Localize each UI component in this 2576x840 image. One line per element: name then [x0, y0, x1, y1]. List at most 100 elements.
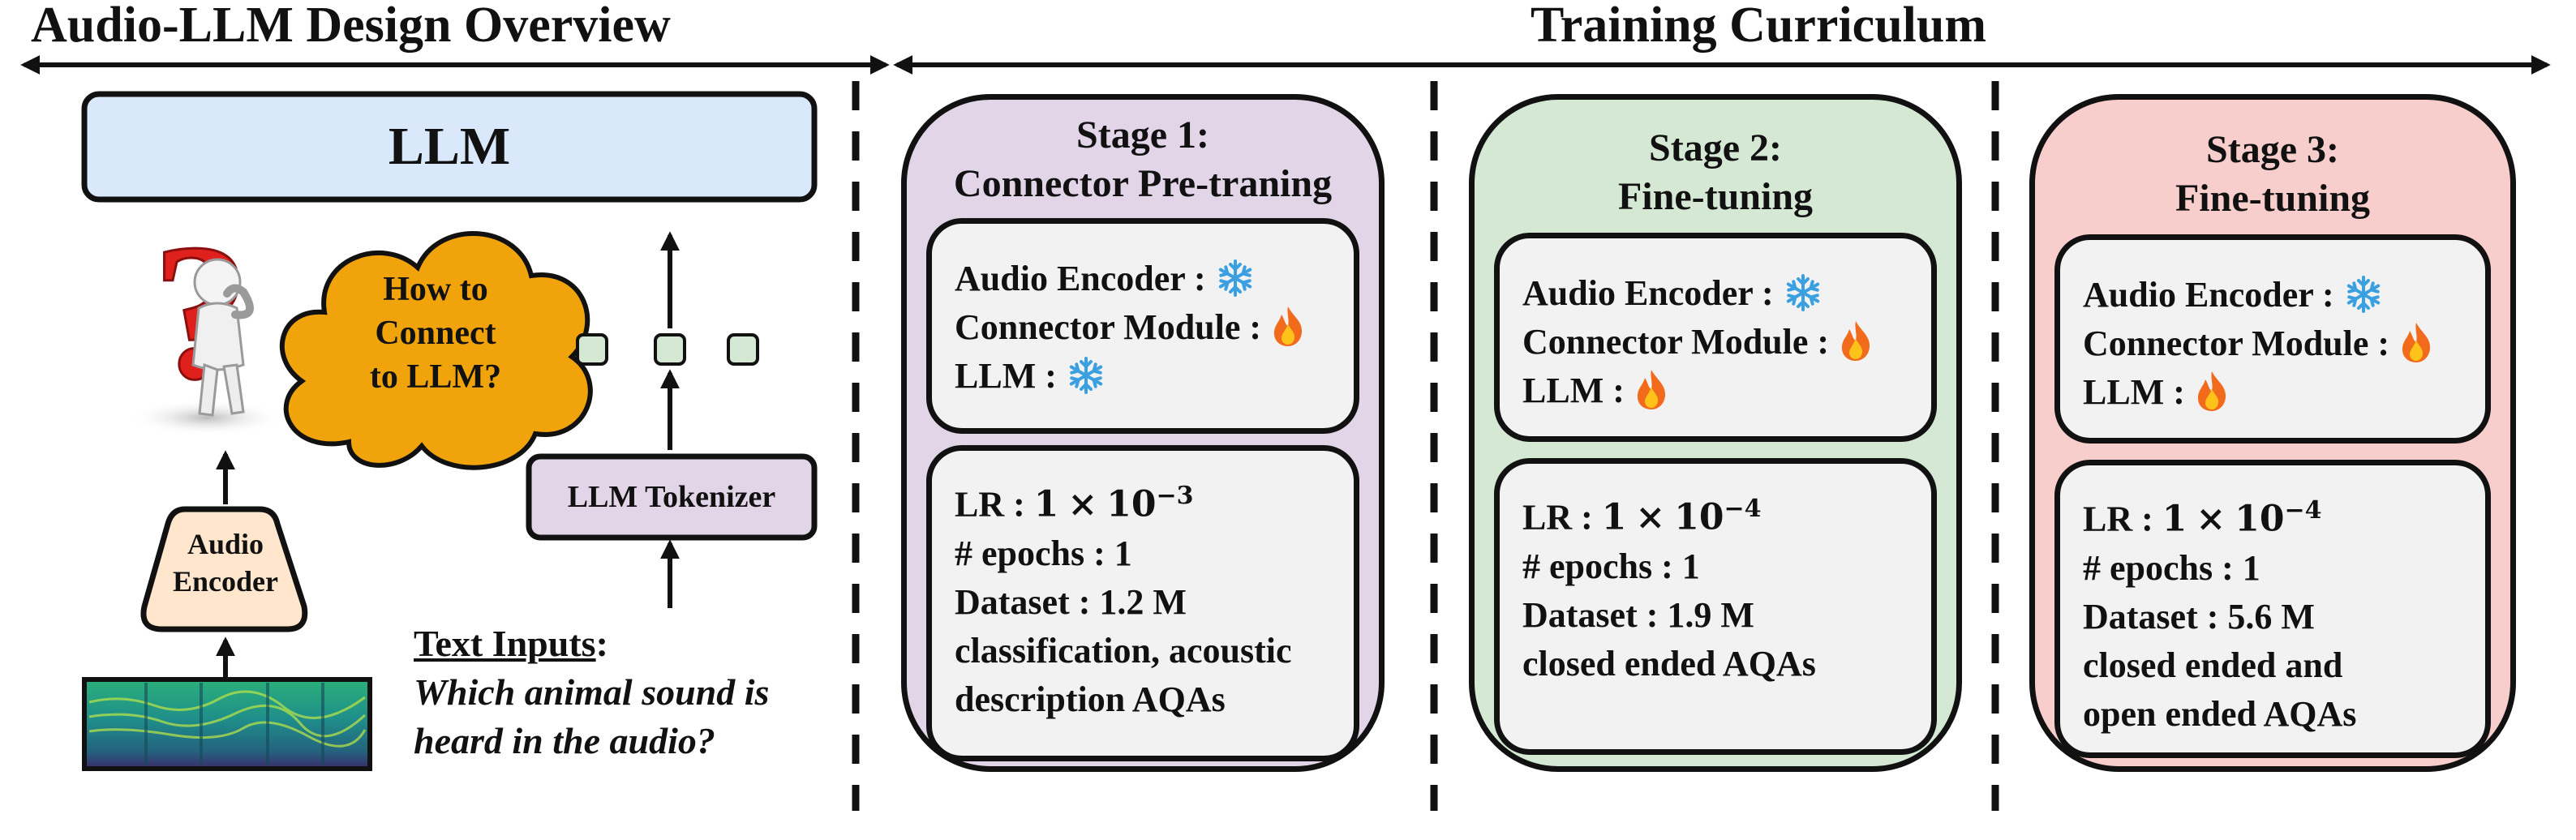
stage-title-line: Stage 3: — [2206, 128, 2339, 171]
module-label: Connector Module : — [1522, 322, 1830, 362]
snowflake-icon — [1786, 274, 1819, 311]
cloud-line: How to — [383, 271, 488, 308]
module-label: Connector Module : — [2083, 324, 2390, 363]
stage-title-line: Stage 1: — [1076, 114, 1209, 156]
learning-rate-row: LR : 1 × 10−3 — [955, 472, 1354, 529]
fire-icon — [2402, 323, 2431, 362]
lr-label: LR : — [955, 484, 1034, 525]
stage-title-line: Connector Pre-traning — [953, 162, 1333, 205]
fire-icon — [1841, 321, 1870, 361]
text-inputs-line: heard in the audio? — [414, 720, 715, 761]
text-inputs-label: Text Inputs — [414, 623, 596, 664]
lr-times: × — [2196, 498, 2226, 540]
module-row: Connector Module : — [2083, 319, 2485, 368]
detail-line: closed ended AQAs — [1522, 643, 1816, 684]
tokenizer-label: LLM Tokenizer — [567, 480, 776, 514]
fire-icon — [2197, 371, 2226, 411]
learning-rate-row: LR : 1 × 10−4 — [1522, 485, 1931, 542]
module-row: LLM : — [2083, 368, 2485, 417]
module-label: Audio Encoder : — [1522, 273, 1774, 313]
lr-base: 10 — [1106, 483, 1157, 525]
token-square-2 — [654, 333, 686, 366]
module-row: Connector Module : — [1522, 318, 1931, 366]
cloud-line: Connect — [375, 315, 496, 352]
lr-base: 10 — [2235, 498, 2285, 540]
module-row: Connector Module : — [955, 303, 1354, 352]
lr-mantissa: 1 — [2162, 498, 2187, 540]
detail-line: # epochs : 1 — [2083, 547, 2260, 588]
token-square-1 — [576, 333, 608, 366]
learning-rate-row: LR : 1 × 10−4 — [2083, 486, 2485, 544]
snowflake-icon — [1218, 259, 1252, 297]
module-status-box: Audio Encoder : Connector Module : LLM : — [926, 218, 1359, 434]
lr-exponent: −3 — [1156, 482, 1194, 510]
fire-icon — [1273, 306, 1303, 346]
stage-title: Stage 3: Fine-tuning — [2035, 126, 2510, 223]
lr-times: × — [1635, 496, 1666, 538]
text-inputs-colon: : — [595, 623, 608, 664]
detail-line: Dataset : 1.2 M — [955, 581, 1187, 622]
lr-mantissa: 1 — [1033, 483, 1059, 525]
audio-encoder-shape — [140, 506, 308, 632]
spectrogram-icon — [82, 677, 372, 771]
text-inputs-line: Which animal sound is — [414, 671, 770, 713]
module-row: Audio Encoder : — [955, 255, 1354, 303]
module-row: Audio Encoder : — [2083, 271, 2485, 319]
lr-label: LR : — [2083, 499, 2162, 539]
detail-line: Dataset : 1.9 M — [1522, 594, 1754, 635]
encoder-label: Audio Encoder — [144, 525, 307, 600]
cloud-shape — [279, 231, 593, 470]
detail-line: Dataset : 5.6 M — [2083, 596, 2315, 636]
snowflake-icon — [2346, 276, 2380, 313]
overview-heading: Audio-LLM Design Overview — [31, 0, 671, 53]
stage-title-line: Fine-tuning — [2175, 177, 2371, 220]
llm-box — [81, 91, 818, 203]
lr-mantissa: 1 — [1601, 496, 1627, 538]
cloud-text: How to Connect to LLM? — [302, 268, 569, 399]
detail-line: # epochs : 1 — [955, 533, 1132, 573]
module-row: LLM : — [1522, 366, 1931, 415]
detail-line: description AQAs — [955, 679, 1226, 719]
encoder-line: Audio — [187, 528, 264, 560]
stage-title-line: Fine-tuning — [1617, 175, 1814, 218]
detail-line: open ended AQAs — [2083, 693, 2357, 734]
module-label: Connector Module : — [955, 307, 1262, 347]
stage-title: Stage 2: Fine-tuning — [1475, 124, 1956, 221]
llm-label: LLM — [388, 117, 511, 176]
curriculum-heading: Training Curriculum — [1530, 0, 1987, 53]
fire-icon — [1637, 370, 1665, 409]
encoder-line: Encoder — [173, 565, 278, 598]
module-label: LLM : — [1522, 371, 1625, 410]
module-label: Audio Encoder : — [2083, 275, 2334, 315]
module-row: Audio Encoder : — [1522, 269, 1931, 318]
cloud-line: to LLM? — [369, 358, 502, 396]
token-square-3 — [727, 333, 759, 366]
lr-label: LR : — [1522, 497, 1602, 538]
lr-times: × — [1067, 483, 1098, 525]
module-label: LLM : — [955, 356, 1057, 396]
stage-title: Stage 1: Connector Pre-traning — [907, 111, 1379, 208]
detail-line: # epochs : 1 — [1522, 546, 1700, 586]
module-status-box: Audio Encoder : Connector Module : LLM : — [2054, 234, 2491, 444]
stage-title-line: Stage 2: — [1649, 126, 1782, 169]
lr-base: 10 — [1674, 496, 1724, 538]
module-label: LLM : — [2083, 372, 2185, 412]
tokenizer-box — [526, 453, 818, 541]
snowflake-icon — [1069, 357, 1103, 394]
lr-exponent: −4 — [1724, 495, 1762, 523]
lr-exponent: −4 — [2284, 496, 2322, 525]
text-inputs-block: Text Inputs: Which animal sound is heard… — [414, 619, 769, 765]
question-mark-figure-icon: ? — [130, 203, 284, 435]
module-row: LLM : — [955, 352, 1354, 401]
detail-line: classification, acoustic — [955, 630, 1292, 671]
module-status-box: Audio Encoder : Connector Module : LLM : — [1494, 233, 1937, 442]
module-label: Audio Encoder : — [955, 259, 1206, 298]
detail-line: closed ended and — [2083, 645, 2343, 685]
